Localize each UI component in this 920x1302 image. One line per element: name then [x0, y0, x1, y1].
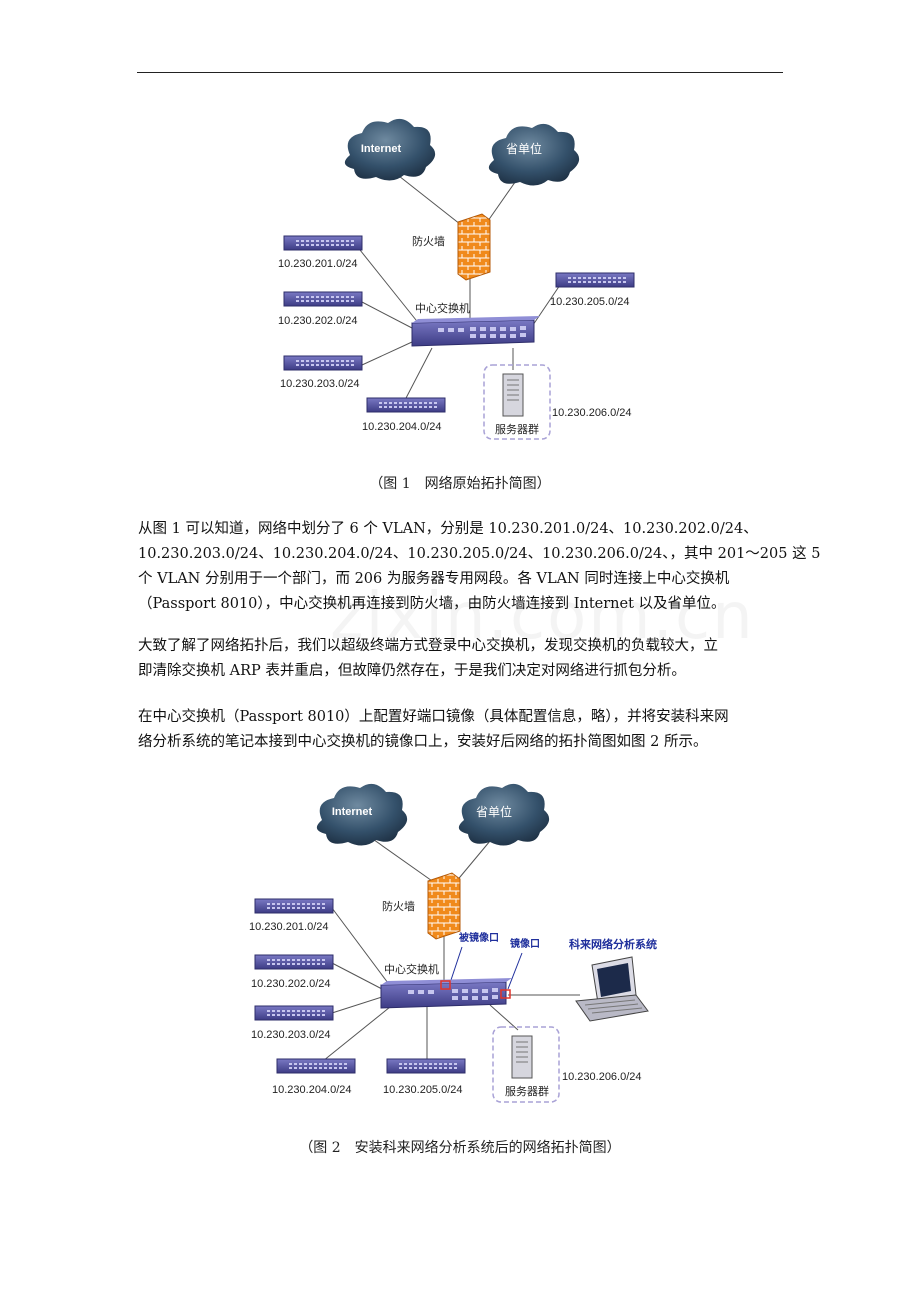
- paragraph-1: 从图 1 可以知道，网络中划分了 6 个 VLAN，分别是 10.230.201…: [138, 517, 821, 617]
- subnet-203-label: 10.230.203.0/24: [251, 1029, 331, 1041]
- server-group-box: [492, 1026, 560, 1103]
- paragraph-2-line: 即清除交换机 ARP 表并重启，但故障仍然存在，于是我们决定对网络进行抓包分析。: [138, 663, 686, 679]
- server-group-box: [483, 364, 551, 440]
- server-icon: [511, 1035, 533, 1079]
- firewall-icon: [427, 872, 461, 940]
- subnet-202-label: 10.230.202.0/24: [278, 315, 358, 327]
- firewall-label: 防火墙: [382, 899, 415, 913]
- paragraph-2-line: 大致了解了网络拓扑后，我们以超级终端方式登录中心交换机，发现交换机的负载较大，立: [138, 638, 718, 654]
- firewall-icon: [457, 213, 491, 281]
- figure-2-caption: （图 2 安装科来网络分析系统后的网络拓扑简图）: [299, 1140, 621, 1156]
- switch-202-icon: [254, 954, 334, 970]
- subnet-202-label: 10.230.202.0/24: [251, 978, 331, 990]
- subnet-204-label: 10.230.204.0/24: [362, 421, 442, 433]
- paragraph-3-line: 在中心交换机（Passport 8010）上配置好端口镜像（具体配置信息，略），…: [138, 709, 729, 725]
- subnet-201-label: 10.230.201.0/24: [278, 258, 358, 270]
- paragraph-1-line: （Passport 8010），中心交换机再连接到防火墙，由防火墙连接到 Int…: [138, 596, 726, 612]
- subnet-206-label: 10.230.206.0/24: [562, 1071, 642, 1083]
- core-switch-label: 中心交换机: [415, 301, 470, 315]
- server-group-label: 服务器群: [495, 422, 539, 436]
- switch-205-icon: [386, 1058, 466, 1074]
- subnet-206-label: 10.230.206.0/24: [552, 407, 632, 419]
- cloud-internet-label: Internet: [361, 143, 402, 155]
- paragraph-3-line: 络分析系统的笔记本接到中心交换机的镜像口上，安装好后网络的拓扑简图如图 2 所示…: [138, 734, 708, 750]
- watermark: zixin.com.cn: [330, 580, 755, 654]
- header-rule: [137, 72, 783, 73]
- cloud-province-icon: [458, 783, 550, 846]
- mirrored-port-label: 被镜像口: [459, 931, 499, 944]
- subnet-204-label: 10.230.204.0/24: [272, 1084, 352, 1096]
- paragraph-1-line: 个 VLAN 分别用于一个部门，而 206 为服务器专用网段。各 VLAN 同时…: [138, 571, 730, 587]
- paragraph-1-line: 从图 1 可以知道，网络中划分了 6 个 VLAN，分别是 10.230.201…: [138, 521, 758, 537]
- switch-202-icon: [283, 291, 363, 307]
- laptop-icon: [575, 956, 649, 1022]
- cloud-province-label: 省单位: [506, 141, 542, 156]
- paragraph-1-line: 10.230.203.0/24、10.230.204.0/24、10.230.2…: [138, 546, 821, 562]
- cloud-province-label: 省单位: [476, 804, 512, 819]
- analyzer-label: 科来网络分析系统: [569, 937, 657, 951]
- subnet-201-label: 10.230.201.0/24: [249, 921, 329, 933]
- cloud-internet-label: Internet: [332, 806, 373, 818]
- subnet-205-label: 10.230.205.0/24: [383, 1084, 463, 1096]
- switch-204-icon: [276, 1058, 356, 1074]
- paragraph-3: 在中心交换机（Passport 8010）上配置好端口镜像（具体配置信息，略），…: [138, 705, 786, 755]
- server-icon: [502, 373, 524, 417]
- mirror-port-marker: [500, 989, 511, 999]
- server-group-label: 服务器群: [505, 1084, 549, 1098]
- figure-2-topology: Internet 省单位 防火墙 被镜像口 镜像口 科来网络分析系统 中心交换机: [0, 775, 920, 1115]
- switch-204-icon: [366, 397, 446, 413]
- switch-203-icon: [254, 1005, 334, 1021]
- subnet-205-label: 10.230.205.0/24: [550, 296, 630, 308]
- firewall-label: 防火墙: [412, 234, 445, 248]
- core-switch-label: 中心交换机: [384, 962, 439, 976]
- figure-1-topology: Internet 省单位 防火墙 中心交换机: [0, 110, 920, 455]
- subnet-203-label: 10.230.203.0/24: [280, 378, 360, 390]
- paragraph-2: 大致了解了网络拓扑后，我们以超级终端方式登录中心交换机，发现交换机的负载较大，立…: [138, 634, 786, 684]
- cloud-province-icon: [488, 123, 580, 186]
- switch-203-icon: [283, 355, 363, 371]
- switch-201-icon: [254, 898, 334, 914]
- mirrored-port-marker: [440, 980, 451, 990]
- core-switch-icon: [380, 978, 512, 1009]
- mirror-port-label: 镜像口: [510, 937, 540, 950]
- cloud-internet-icon: [316, 783, 408, 846]
- switch-201-icon: [283, 235, 363, 251]
- core-switch-icon: [411, 316, 540, 347]
- switch-205-icon: [555, 272, 635, 288]
- cloud-internet-icon: [344, 118, 436, 181]
- figure-1-caption: （图 1 网络原始拓扑简图）: [369, 476, 551, 492]
